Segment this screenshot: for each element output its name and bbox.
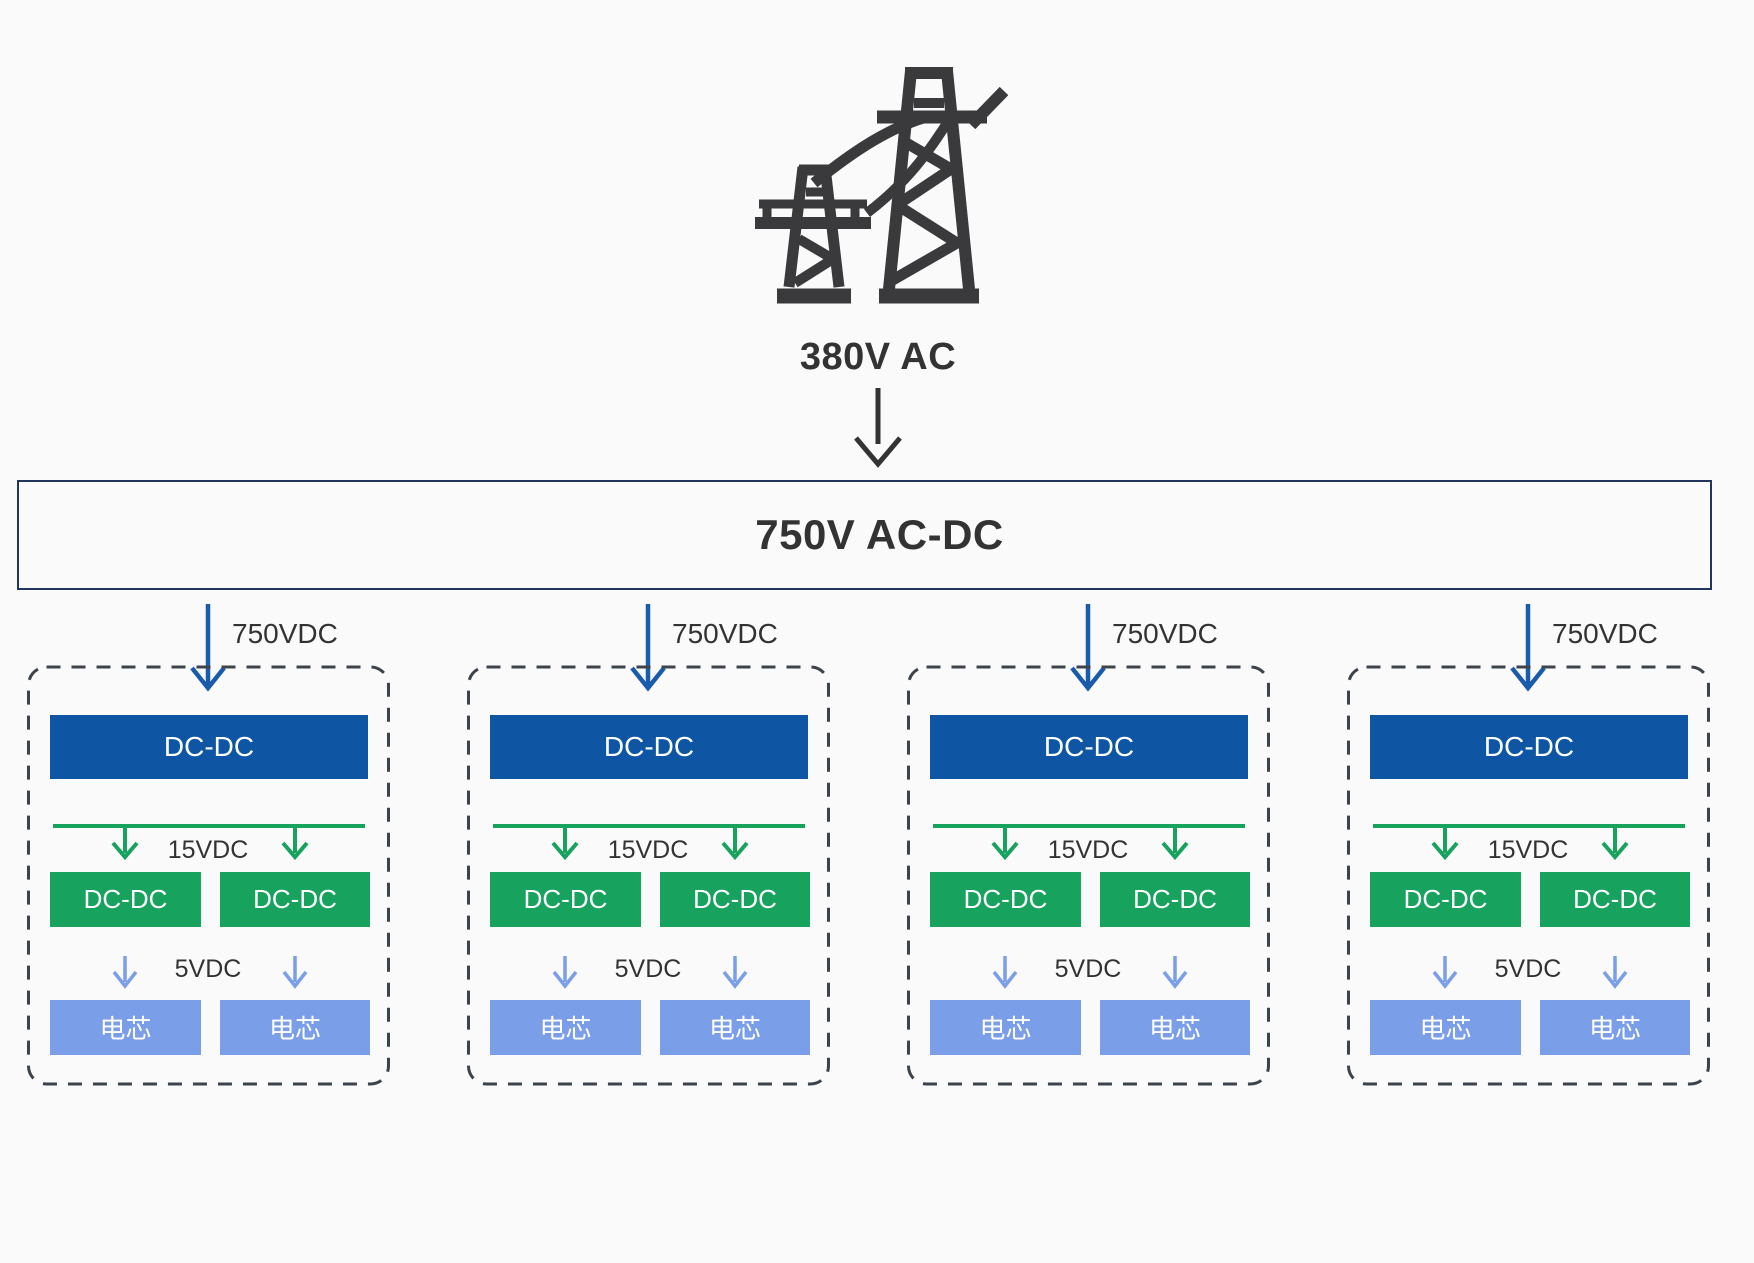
- dc-bus-line: [1373, 824, 1685, 828]
- primary-dcdc-box: DC-DC: [50, 715, 368, 779]
- cell-drop-arrow-icon: [1432, 956, 1458, 989]
- bus-drop-arrow-icon: [551, 828, 579, 861]
- mid-voltage-label: 15VDC: [1047, 836, 1129, 864]
- cell-drop-arrow-icon: [552, 956, 578, 989]
- bus-drop-arrow-icon: [281, 828, 309, 861]
- cell-drop-arrow-icon: [992, 956, 1018, 989]
- branch-dashed-border: [907, 665, 1270, 1086]
- sub-dcdc-box: DC-DC: [490, 872, 641, 927]
- battery-cell-box: 电芯: [1370, 1000, 1521, 1055]
- branch-input-arrow-icon: [1510, 604, 1546, 692]
- bus-drop-arrow-icon: [111, 828, 139, 861]
- branch-group: 750VDC DC-DC 15VDC DC-DC DC-DC 5VDC 电芯 电…: [467, 600, 830, 1090]
- cell-drop-arrow-icon: [1602, 956, 1628, 989]
- cell-drop-arrow-icon: [112, 956, 138, 989]
- branch-group: 750VDC DC-DC 15VDC DC-DC DC-DC 5VDC 电芯 电…: [907, 600, 1270, 1090]
- battery-cell-box: 电芯: [220, 1000, 370, 1055]
- dc-bus-line: [53, 824, 365, 828]
- dc-bus-line: [933, 824, 1245, 828]
- transmission-tower-icon: [755, 67, 1008, 304]
- low-voltage-label: 5VDC: [1494, 955, 1562, 983]
- branch-dashed-border: [467, 665, 830, 1086]
- battery-cell-box: 电芯: [1540, 1000, 1690, 1055]
- grid-voltage-label: 380V AC: [799, 336, 957, 378]
- battery-cell-box: 电芯: [930, 1000, 1081, 1055]
- sub-dcdc-box: DC-DC: [50, 872, 201, 927]
- branch-dashed-border: [1347, 665, 1710, 1086]
- cell-drop-arrow-icon: [722, 956, 748, 989]
- battery-cell-box: 电芯: [490, 1000, 641, 1055]
- branch-voltage-label: 750VDC: [1552, 618, 1658, 649]
- bus-drop-arrow-icon: [1161, 828, 1189, 861]
- sub-dcdc-box: DC-DC: [930, 872, 1081, 927]
- bus-drop-arrow-icon: [1601, 828, 1629, 861]
- bus-drop-arrow-icon: [1431, 828, 1459, 861]
- low-voltage-label: 5VDC: [1054, 955, 1122, 983]
- branch-input-arrow-icon: [1070, 604, 1106, 692]
- bus-drop-arrow-icon: [991, 828, 1019, 861]
- battery-cell-box: 电芯: [1100, 1000, 1250, 1055]
- sub-dcdc-box: DC-DC: [1540, 872, 1690, 927]
- mid-voltage-label: 15VDC: [607, 836, 689, 864]
- sub-dcdc-box: DC-DC: [1100, 872, 1250, 927]
- mid-voltage-label: 15VDC: [167, 836, 249, 864]
- branch-group: 750VDC DC-DC 15VDC DC-DC DC-DC 5VDC 电芯 电…: [27, 600, 390, 1090]
- branch-group: 750VDC DC-DC 15VDC DC-DC DC-DC 5VDC 电芯 电…: [1347, 600, 1710, 1090]
- mid-voltage-label: 15VDC: [1487, 836, 1569, 864]
- cell-drop-arrow-icon: [282, 956, 308, 989]
- ac-dc-converter-box: 750V AC-DC: [17, 480, 1712, 590]
- ac-input-arrow-icon: [854, 388, 902, 468]
- sub-dcdc-box: DC-DC: [1370, 872, 1521, 927]
- sub-dcdc-box: DC-DC: [660, 872, 810, 927]
- bus-drop-arrow-icon: [721, 828, 749, 861]
- sub-dcdc-box: DC-DC: [220, 872, 370, 927]
- low-voltage-label: 5VDC: [174, 955, 242, 983]
- branch-input-arrow-icon: [190, 604, 226, 692]
- battery-cell-box: 电芯: [50, 1000, 201, 1055]
- primary-dcdc-box: DC-DC: [930, 715, 1248, 779]
- cell-drop-arrow-icon: [1162, 956, 1188, 989]
- battery-cell-box: 电芯: [660, 1000, 810, 1055]
- primary-dcdc-box: DC-DC: [1370, 715, 1688, 779]
- branch-voltage-label: 750VDC: [672, 618, 778, 649]
- low-voltage-label: 5VDC: [614, 955, 682, 983]
- branch-voltage-label: 750VDC: [232, 618, 338, 649]
- branch-dashed-border: [27, 665, 390, 1086]
- primary-dcdc-box: DC-DC: [490, 715, 808, 779]
- dc-bus-line: [493, 824, 805, 828]
- branch-input-arrow-icon: [630, 604, 666, 692]
- branch-voltage-label: 750VDC: [1112, 618, 1218, 649]
- converter-label: 750V AC-DC: [755, 511, 1004, 558]
